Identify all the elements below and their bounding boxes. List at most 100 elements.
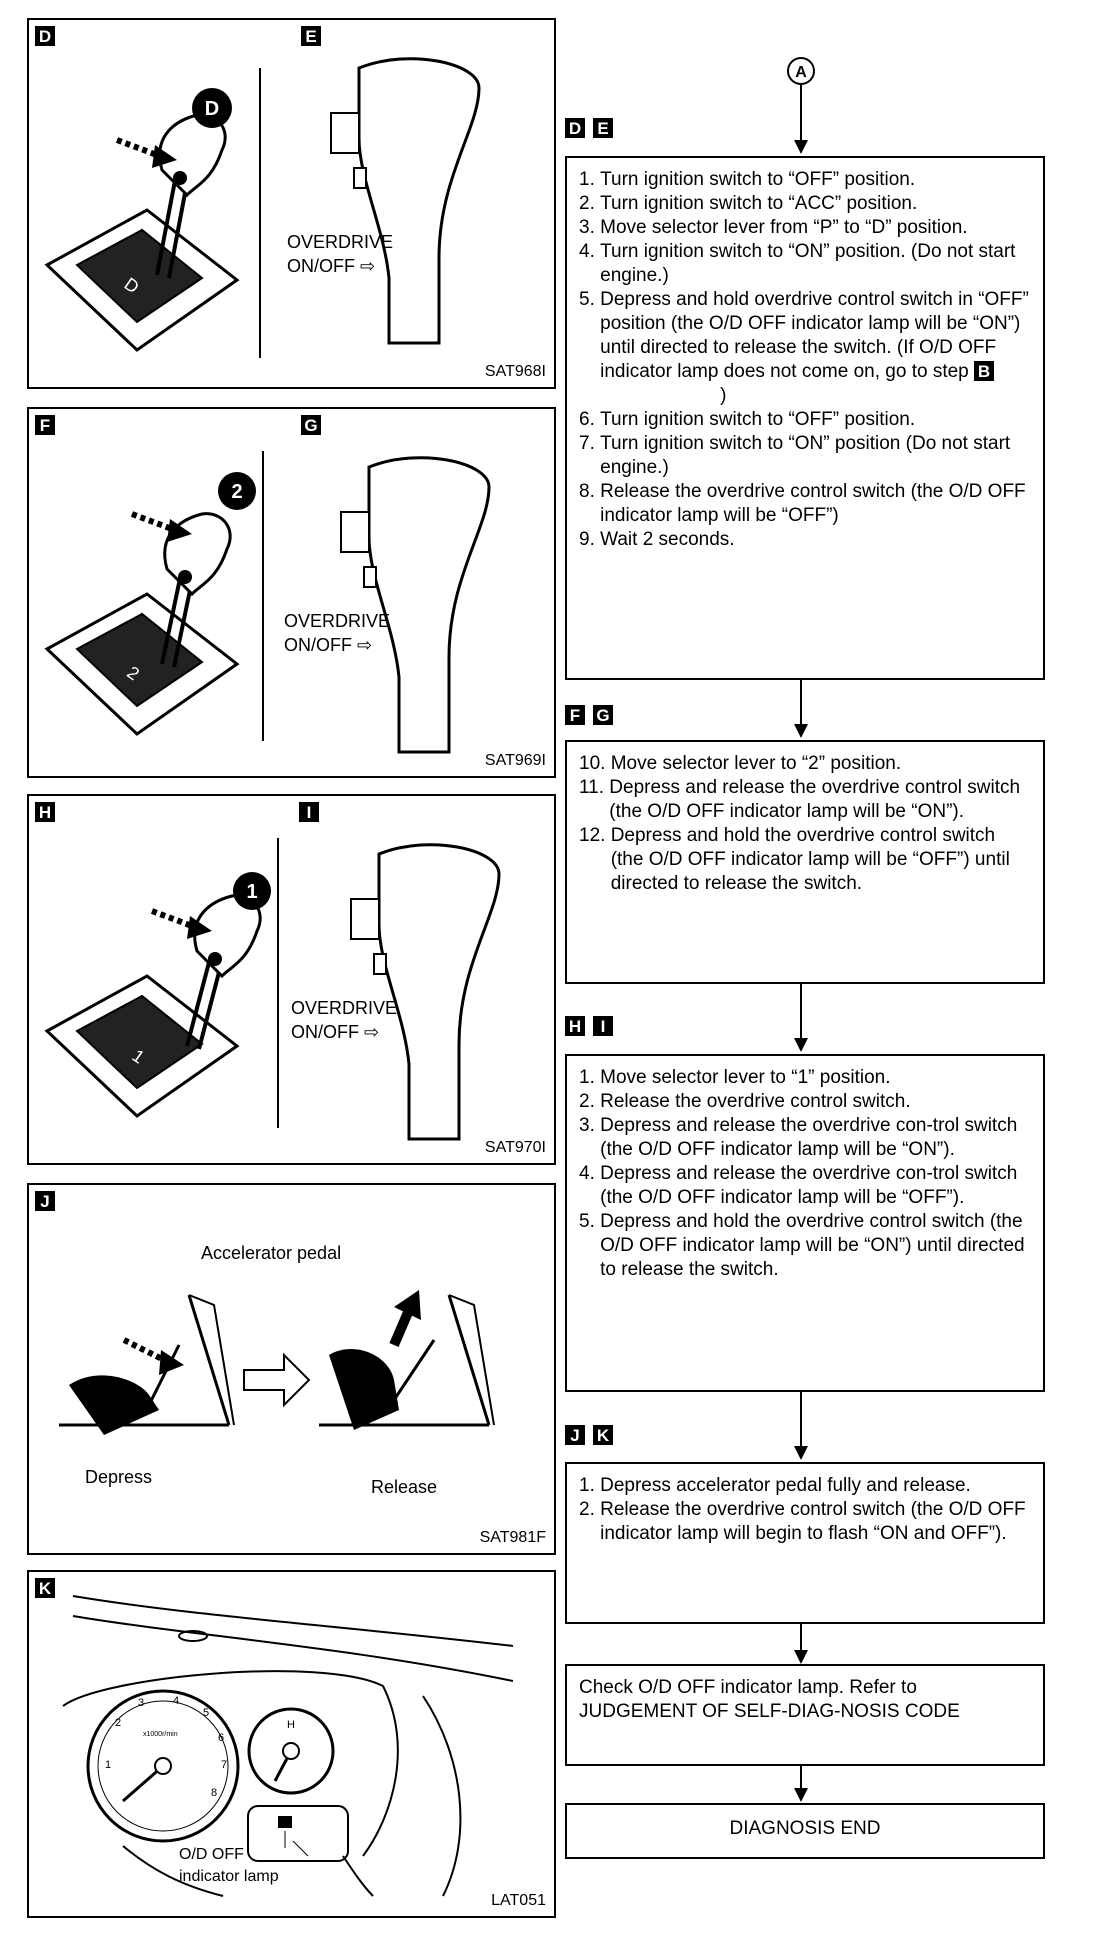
flow-arrow (794, 1446, 808, 1460)
step-tag: D (565, 118, 585, 138)
flow-arrow (794, 1650, 808, 1664)
step-ref-tag: B (974, 361, 995, 381)
selector-lever-illustration: 2 2 (44, 472, 256, 736)
panel-divider (277, 838, 279, 1128)
step-item: 6. Turn ignition switch to “OFF” positio… (579, 409, 916, 430)
overdrive-label: OVERDRIVE ON/OFF ⇨ (291, 998, 398, 1042)
connector-a: A (787, 57, 815, 85)
flow-line (800, 1766, 802, 1788)
step-tag: G (593, 705, 613, 725)
step-tags-h-i: H I (565, 1016, 613, 1036)
step-item: 2. Release the overdrive control switch. (579, 1091, 911, 1112)
step-tag: H (565, 1016, 585, 1036)
overdrive-label: OVERDRIVE ON/OFF ⇨ (284, 611, 391, 655)
step-tag: J (565, 1425, 585, 1445)
position-badge: 1 (246, 881, 257, 903)
step-tag: E (593, 118, 613, 138)
flow-arrow (794, 140, 808, 154)
shift-knob-illustration (330, 57, 481, 345)
step-tag: I (593, 1016, 613, 1036)
figure-code: SAT968I (484, 363, 546, 380)
step-item: 9. Wait 2 seconds. (579, 529, 735, 550)
step-item: 2. Turn ignition switch to “ACC” positio… (579, 193, 918, 214)
step-tags-d-e: D E (565, 118, 613, 138)
svg-text:7: 7 (221, 1759, 227, 1771)
figure-tag-j: J (35, 1191, 55, 1211)
flow-line (800, 680, 802, 724)
selector-lever-illustration: D D (44, 88, 240, 352)
step-tags-f-g: F G (565, 705, 613, 725)
panel-divider (259, 68, 261, 358)
step-item: 11. Depress and release the overdrive co… (579, 777, 1021, 822)
instrument-cluster-illustration: 3 4 5 2 6 1 7 8 x1000r/min H (62, 1595, 514, 1897)
step-box-f-g: 10. Move selector lever to “2” position.… (565, 740, 1045, 984)
panel-k: K 3 4 5 2 6 1 7 8 x1000r/min H O/D OFF i… (27, 1570, 556, 1918)
step-item: 12. Depress and hold the overdrive contr… (579, 825, 1010, 894)
panel-j: J Accelerator pedal Depress Release SAT9… (27, 1183, 556, 1555)
figure-code: SAT981F (479, 1529, 546, 1546)
svg-text:H: H (287, 1719, 295, 1731)
step-box-d-e: 1. Turn ignition switch to “OFF” positio… (565, 156, 1045, 680)
step-box-h-i: 1. Move selector lever to “1” position. … (565, 1054, 1045, 1392)
shift-knob-illustration (340, 456, 491, 754)
step-item: 1. Move selector lever to “1” position. (579, 1067, 891, 1088)
svg-text:x1000r/min: x1000r/min (143, 1731, 178, 1738)
flow-arrow (794, 724, 808, 738)
svg-text:6: 6 (218, 1732, 224, 1744)
step-item: 3. Move selector lever from “P” to “D” p… (579, 217, 968, 238)
figure-tag-i: I (299, 802, 319, 822)
figure-code: LAT051 (491, 1892, 546, 1909)
figure-tag-e: E (301, 26, 321, 46)
step-item: 5. Depress and hold the overdrive contro… (579, 1211, 1025, 1280)
figure-code: SAT969I (484, 752, 546, 769)
svg-text:8: 8 (211, 1787, 217, 1799)
depress-label: Depress (85, 1467, 153, 1487)
svg-text:4: 4 (173, 1695, 179, 1707)
accelerator-pedal-title: Accelerator pedal (201, 1243, 342, 1263)
panel-divider (262, 451, 264, 741)
step-item: 10. Move selector lever to “2” position. (579, 753, 902, 774)
step-item: 1. Depress accelerator pedal fully and r… (579, 1475, 971, 1496)
position-badge: 2 (231, 481, 242, 503)
arrow-right-icon: ⇨ (364, 1022, 380, 1042)
connector-label: A (795, 64, 807, 81)
panel-f-g: F G 2 2 OVERDRIVE ON/OFF ⇨ SAT969I (27, 407, 556, 778)
od-off-indicator-label: O/D OFF indicator lamp (179, 1846, 279, 1885)
figure-tag-d: D (35, 26, 55, 46)
step-item: 8. Release the overdrive control switch … (579, 481, 1026, 526)
flow-line (800, 1624, 802, 1650)
step-item: 3. Depress and release the overdrive con… (579, 1115, 1018, 1160)
panel-d-e: D E D D OVERDRIVE ON/OFF ⇨ SAT968I (27, 18, 556, 389)
step-item: 4. Turn ignition switch to “ON” position… (579, 241, 1016, 286)
svg-text:2: 2 (115, 1717, 121, 1729)
selector-lever-illustration: 1 1 (44, 872, 271, 1118)
shift-knob-illustration (350, 843, 501, 1141)
step-item: 4. Depress and release the overdrive con… (579, 1163, 1018, 1208)
arrow-right-icon: ⇨ (360, 256, 376, 276)
figure-tag-k: K (35, 1578, 55, 1598)
release-label: Release (371, 1477, 438, 1497)
overdrive-label: OVERDRIVE ON/OFF ⇨ (287, 232, 394, 276)
step-item: 2. Release the overdrive control switch … (579, 1499, 1026, 1544)
figure-code: SAT970I (484, 1139, 546, 1156)
flow-line (800, 984, 802, 1038)
arrow-right-icon (243, 1352, 311, 1408)
step-box-j-k: 1. Depress accelerator pedal fully and r… (565, 1462, 1045, 1624)
step-item: 1. Turn ignition switch to “OFF” positio… (579, 169, 916, 190)
svg-text:5: 5 (203, 1707, 209, 1719)
step-tags-j-k: J K (565, 1425, 613, 1445)
flow-arrow (794, 1788, 808, 1802)
svg-text:1: 1 (105, 1759, 111, 1771)
figure-tag-f: F (35, 415, 55, 435)
position-badge: D (205, 98, 219, 120)
step-item: 5. Depress and hold overdrive control sw… (579, 289, 1029, 406)
svg-text:3: 3 (138, 1697, 144, 1709)
pedal-depress-illustration (59, 1294, 235, 1435)
step-tag: F (565, 705, 585, 725)
pedal-release-illustration (319, 1290, 495, 1430)
flow-arrow (794, 1038, 808, 1052)
flow-line (800, 1392, 802, 1446)
diagnosis-end-box: DIAGNOSIS END (565, 1803, 1045, 1859)
check-box: Check O/D OFF indicator lamp. Refer to J… (565, 1664, 1045, 1766)
figure-tag-h: H (35, 802, 55, 822)
